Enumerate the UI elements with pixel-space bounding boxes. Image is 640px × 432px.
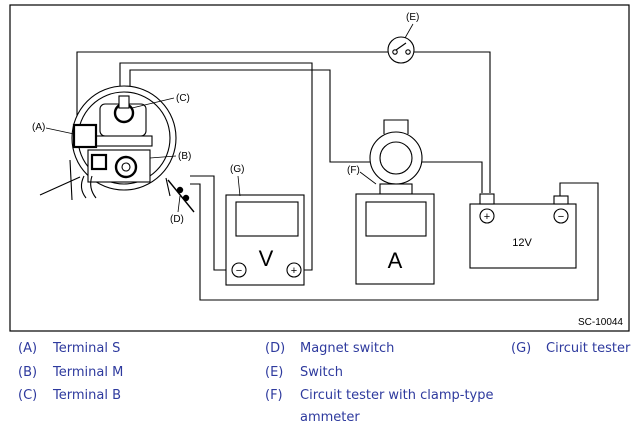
terminal-m-bolt — [121, 162, 131, 172]
legend-text: Terminal B — [53, 388, 121, 403]
callout-d: (D) — [170, 214, 184, 225]
legend-key: (F) — [265, 388, 283, 403]
voltmeter-positive-terminal — [286, 262, 302, 278]
callout-e: (E) — [406, 12, 419, 23]
wire-switch-to-battery-positive — [414, 51, 491, 193]
legend-text: Terminal M — [53, 365, 124, 380]
callout-a: (A) — [32, 122, 45, 133]
legend-text: Circuit tester — [546, 341, 631, 356]
legend-text: Terminal S — [53, 341, 121, 356]
legend-key: (G) — [511, 341, 532, 356]
legend-key: (A) — [18, 341, 38, 356]
leader-g — [237, 175, 241, 197]
ammeter-clamp-jaw — [383, 119, 409, 134]
voltmeter-negative-terminal — [231, 262, 247, 278]
terminal-s-box — [72, 123, 98, 149]
battery-positive-post — [479, 193, 495, 205]
battery-negative-post — [553, 195, 569, 205]
voltmeter-minus-sign: − — [236, 265, 242, 277]
switch-e-lever — [395, 42, 407, 51]
circuit-wires — [39, 51, 599, 301]
ammeter-clamp-outer — [369, 131, 423, 185]
starter-cable-stub — [80, 175, 97, 199]
switch-e-contact-right — [405, 49, 411, 55]
leader-e — [404, 23, 414, 39]
terminal-b-post — [118, 95, 130, 109]
legend: (A) Terminal S (B) Terminal M (C) Termin… — [0, 338, 640, 432]
wire-ground-return — [190, 182, 599, 301]
callout-g: (G) — [230, 164, 244, 175]
terminal-m-nut — [114, 155, 138, 179]
legend-key: (B) — [18, 365, 38, 380]
voltmeter-display — [235, 201, 299, 237]
ammeter-body — [355, 193, 435, 285]
battery — [469, 193, 577, 269]
terminal-m-connector — [90, 153, 108, 171]
starter-bottom-contour — [69, 159, 171, 201]
legend-text: Magnet switch — [300, 341, 395, 356]
callout-c: (C) — [176, 93, 190, 104]
starter-test-circuit-diagram: (A) (B) (C) (D) (E) (F) (G) V A 12V − + … — [9, 4, 630, 332]
voltmeter-g — [225, 194, 305, 286]
wire-voltmeter-negative — [190, 175, 226, 271]
leader-f — [359, 171, 377, 185]
magnet-switch-contact-upper — [176, 186, 184, 194]
battery-positive-mark — [479, 208, 495, 224]
ammeter-clamp-inner — [379, 141, 413, 175]
leader-a — [45, 127, 75, 135]
wire-starter-body-lead — [39, 176, 81, 196]
battery-plus-sign: + — [484, 211, 490, 223]
magnet-switch-blade — [167, 179, 195, 213]
magnet-switch-contact-lower — [182, 194, 190, 202]
starter-motor — [69, 85, 177, 201]
legend-key: (D) — [265, 341, 286, 356]
figure-code: SC-10044 — [578, 317, 623, 328]
leader-b — [149, 155, 177, 159]
callout-b: (B) — [178, 151, 191, 162]
leader-c — [131, 97, 175, 109]
wire-terminal-b-to-clamp — [129, 69, 370, 163]
voltmeter-symbol: V — [259, 246, 274, 271]
wire-terminal-b-to-voltmeter — [119, 62, 313, 271]
switch-e-housing — [387, 36, 415, 64]
legend-text: Circuit tester with clamp-type ammeter — [300, 388, 494, 425]
ammeter-neck — [379, 183, 413, 195]
battery-negative-mark — [553, 208, 569, 224]
wire-clamp-to-battery — [422, 161, 483, 193]
clamp-ammeter-f — [355, 119, 435, 285]
battery-voltage: 12V — [512, 237, 532, 249]
diagram-frame — [9, 4, 630, 332]
switch-e — [387, 36, 415, 64]
leader-d — [177, 195, 181, 213]
switch-e-contact-left — [392, 49, 398, 55]
magnet-switch — [167, 179, 195, 213]
wire-terminal-s-to-switch — [76, 51, 388, 132]
legend-key: (C) — [18, 388, 38, 403]
voltmeter-plus-sign: + — [291, 265, 297, 277]
callout-f: (F) — [347, 165, 360, 176]
ammeter-display — [365, 201, 427, 237]
ammeter-symbol: A — [388, 248, 403, 273]
legend-key: (E) — [265, 365, 284, 380]
battery-minus-sign: − — [558, 211, 564, 223]
callout-leaders — [45, 23, 414, 213]
legend-text: Switch — [300, 365, 343, 380]
